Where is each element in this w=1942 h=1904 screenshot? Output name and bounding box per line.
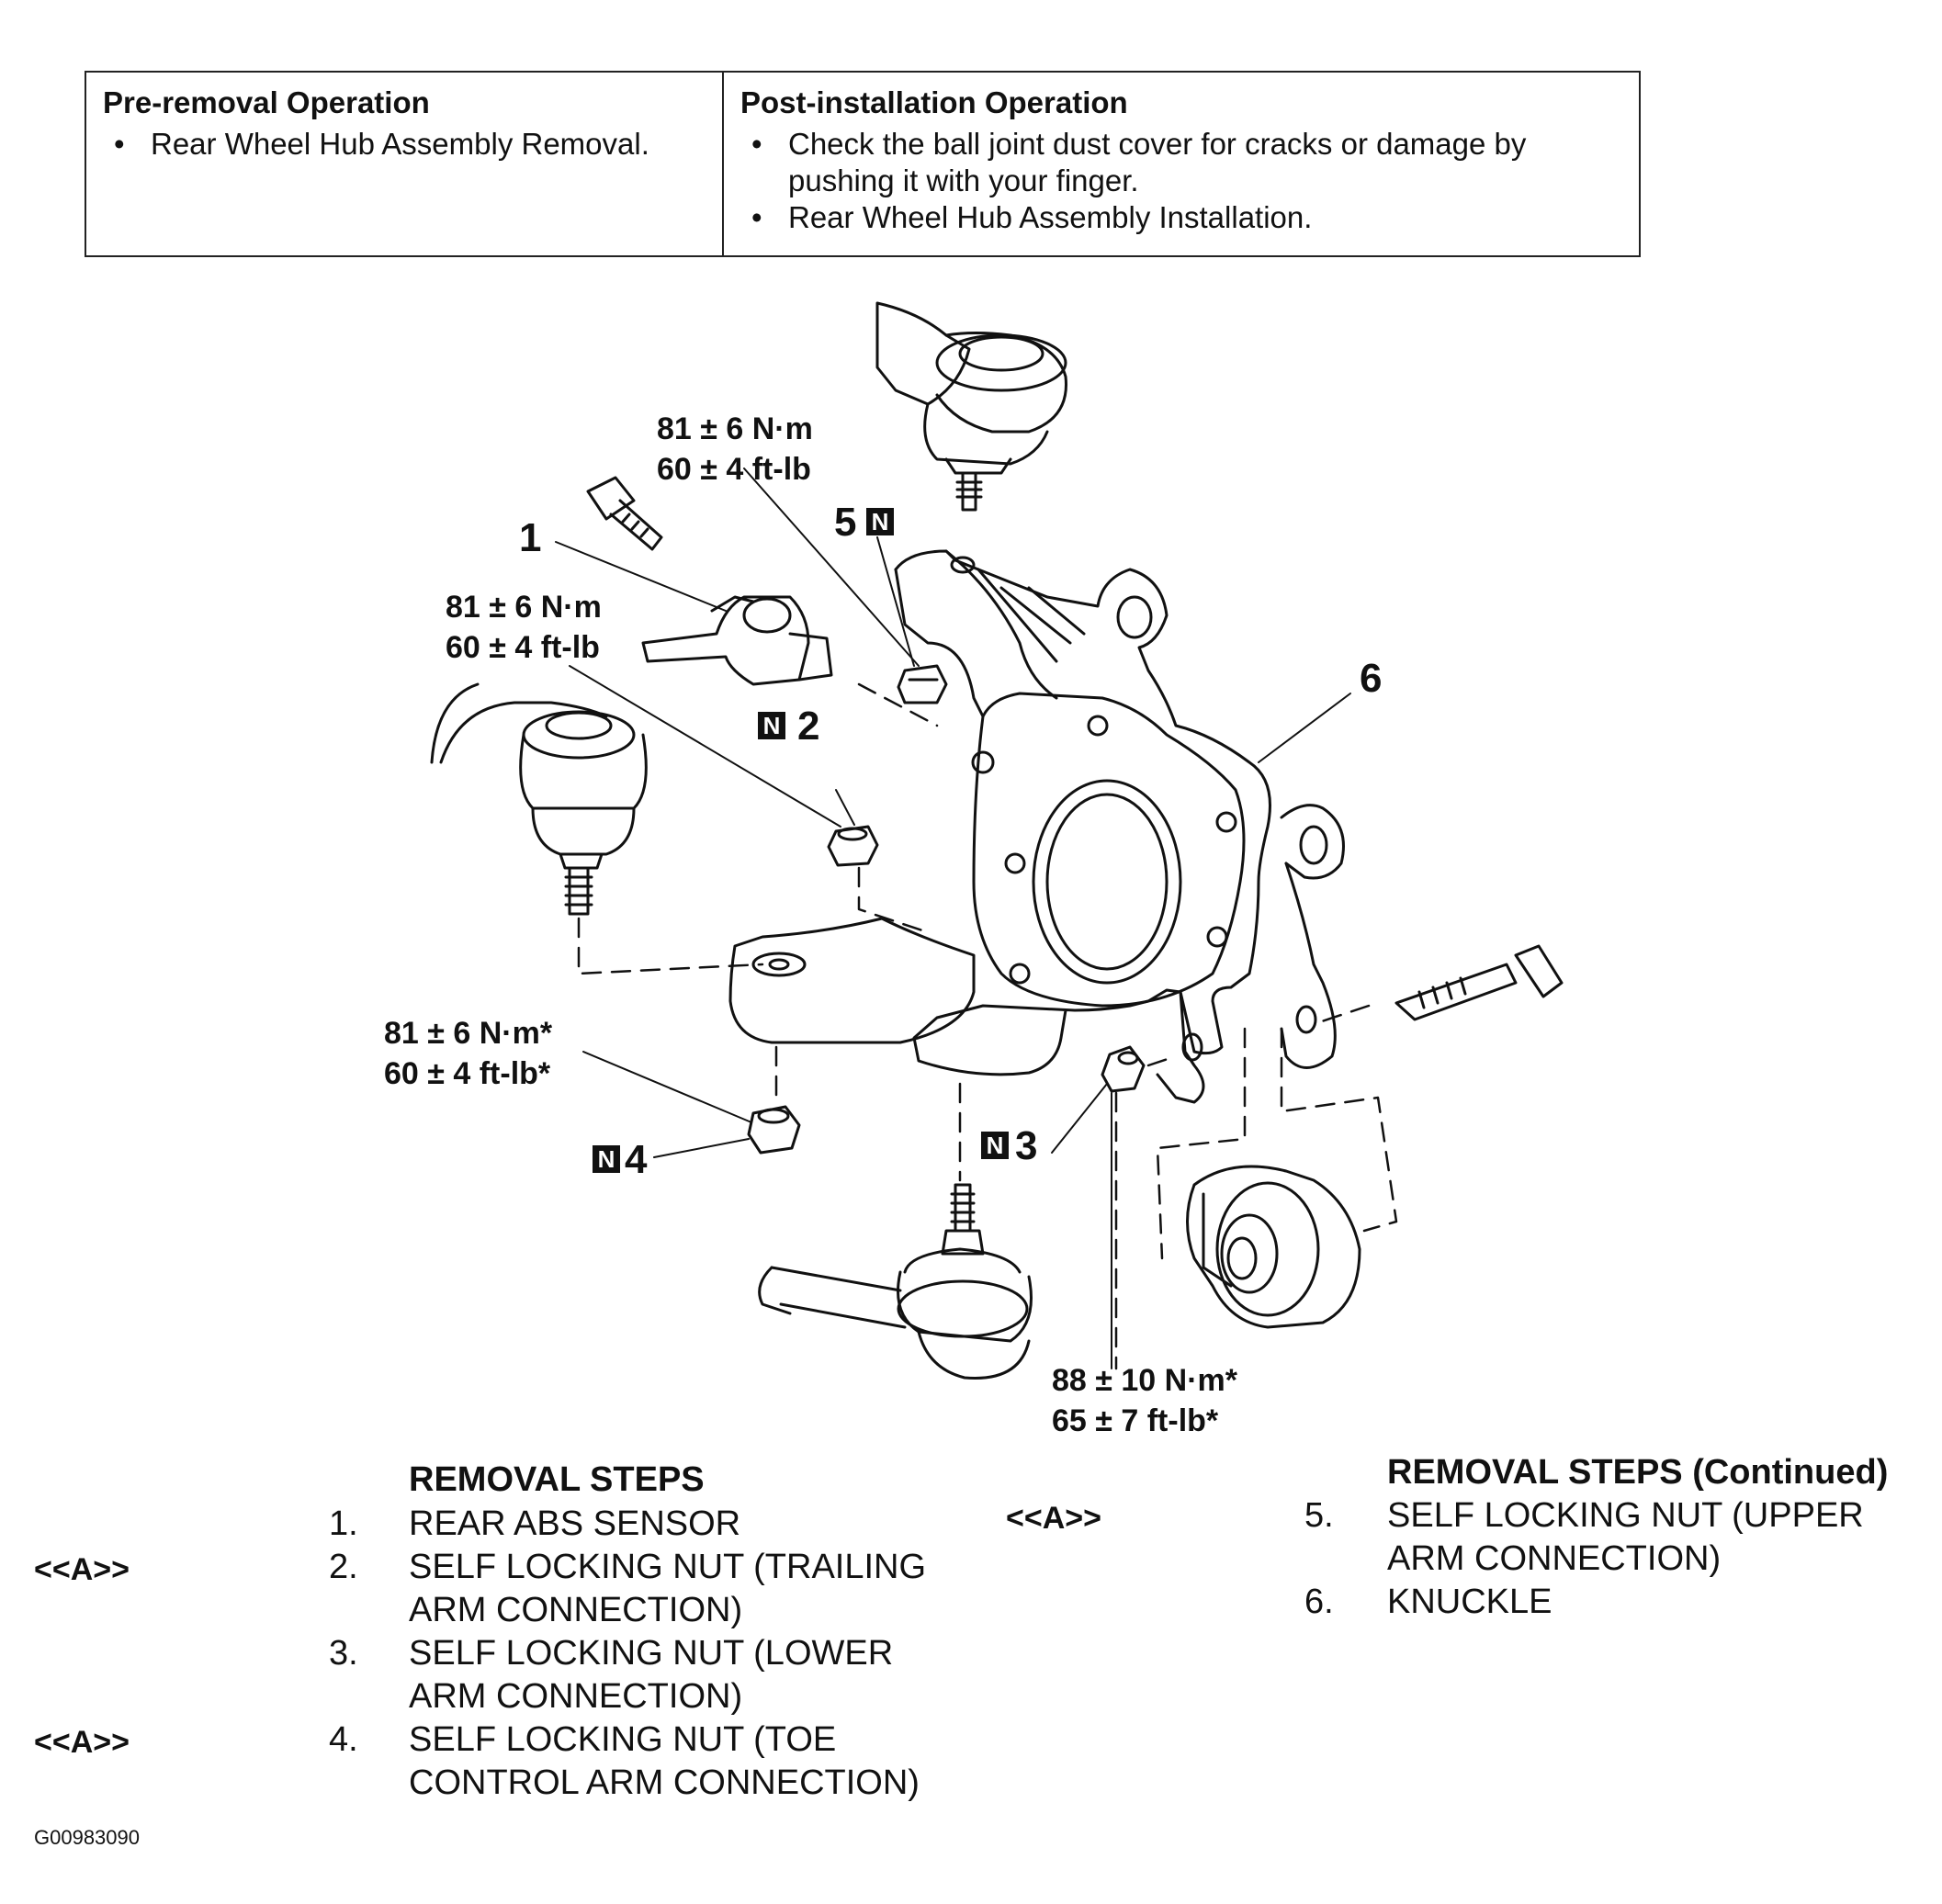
svg-text:N: N: [763, 712, 781, 739]
step-code: <<A>>: [34, 1725, 130, 1760]
step-code: <<A>>: [34, 1552, 130, 1587]
step-text: SELF LOCKING NUT (TRAILING: [409, 1548, 927, 1586]
step-text: ARM CONNECTION): [409, 1591, 743, 1629]
callout-2: 2: [797, 704, 819, 749]
callout-4: 4: [625, 1137, 648, 1182]
removal-steps-title: REMOVAL STEPS: [409, 1460, 705, 1499]
post-installation-column: Post-installation Operation Check the ba…: [724, 73, 1639, 255]
lower-arm-bushing: [1186, 1165, 1361, 1329]
step-number: 5.: [1304, 1496, 1334, 1535]
diagram-canvas: N N N N 1 5 2 6 3 4 81 ± 6 N·m 60 ± 4 ft…: [384, 301, 1564, 1438]
assembly-lines: [577, 682, 1398, 1370]
abs-sensor-bolt: [586, 476, 663, 551]
pre-removal-list: Rear Wheel Hub Assembly Removal.: [103, 126, 706, 163]
figure-id: G00983090: [34, 1826, 140, 1849]
step-text: ARM CONNECTION): [409, 1677, 743, 1716]
torque-bottom-nm: 88 ± 10 N·m*: [1052, 1363, 1238, 1398]
torque-mid-nm: 81 ± 6 N·m: [446, 590, 602, 625]
upper-arm-ball-joint: [875, 301, 1067, 512]
callout-6: 6: [1360, 656, 1382, 701]
step-text: SELF LOCKING NUT (TOE: [409, 1720, 837, 1759]
step-text: KNUCKLE: [1387, 1583, 1552, 1621]
torque-low-nm: 81 ± 6 N·m*: [384, 1016, 553, 1051]
pre-removal-column: Pre-removal Operation Rear Wheel Hub Ass…: [86, 73, 724, 255]
post-installation-heading: Post-installation Operation: [740, 85, 1128, 119]
n-mark-4: N: [593, 1145, 620, 1173]
step-number: 1.: [329, 1504, 358, 1543]
torque-bottom-ftlb: 65 ± 7 ft-lb*: [1052, 1403, 1219, 1438]
step-text: CONTROL ARM CONNECTION): [409, 1763, 920, 1802]
torque-top-nm: 81 ± 6 N·m: [657, 411, 813, 446]
step-text: REAR ABS SENSOR: [409, 1504, 741, 1543]
nut-2: [827, 825, 879, 867]
svg-text:N: N: [987, 1132, 1004, 1159]
torque-low-ftlb: 60 ± 4 ft-lb*: [384, 1056, 551, 1091]
post-installation-item: Rear Wheel Hub Assembly Installation.: [751, 199, 1622, 236]
step-number: 4.: [329, 1720, 358, 1759]
step-number: 2.: [329, 1548, 358, 1586]
step-text: SELF LOCKING NUT (LOWER: [409, 1634, 894, 1673]
torque-mid-ftlb: 60 ± 4 ft-lb: [446, 630, 600, 665]
callout-1: 1: [519, 515, 541, 560]
step-number: 3.: [329, 1634, 358, 1673]
n-mark-5: N: [866, 508, 894, 535]
nut-4: [747, 1105, 801, 1155]
svg-text:N: N: [872, 508, 889, 535]
post-installation-item: Check the ball joint dust cover for crac…: [751, 126, 1622, 199]
callout-3: 3: [1015, 1123, 1037, 1168]
leader-lines: [555, 468, 1351, 1369]
post-installation-list: Check the ball joint dust cover for crac…: [740, 126, 1622, 236]
knuckle: [728, 549, 1345, 1104]
step-code: <<A>>: [1006, 1501, 1101, 1536]
knuckle-exploded-diagram: N N N N 1 5 2 6 3 4 81 ± 6 N·m 60 ± 4 ft…: [0, 276, 1942, 1442]
removal-steps-continued-title: REMOVAL STEPS (Continued): [1387, 1453, 1889, 1492]
abs-sensor: [641, 595, 833, 686]
n-mark-2: N: [758, 712, 785, 739]
step-text: SELF LOCKING NUT (UPPER: [1387, 1496, 1864, 1535]
trailing-arm-ball-joint: [430, 682, 648, 916]
torque-top-ftlb: 60 ± 4 ft-lb: [657, 452, 811, 487]
lower-arm-bolt: [1394, 944, 1564, 1021]
callout-5: 5: [834, 500, 856, 545]
svg-text:N: N: [598, 1145, 615, 1173]
n-mark-3: N: [981, 1132, 1009, 1159]
pre-removal-heading: Pre-removal Operation: [103, 85, 430, 119]
operation-table: Pre-removal Operation Rear Wheel Hub Ass…: [85, 71, 1641, 257]
lower-arm-ball-joint: [758, 1183, 1033, 1380]
step-number: 6.: [1304, 1583, 1334, 1621]
nut-3: [1101, 1045, 1146, 1093]
pre-removal-item: Rear Wheel Hub Assembly Removal.: [114, 126, 706, 163]
step-text: ARM CONNECTION): [1387, 1539, 1722, 1578]
nut-5: [897, 664, 948, 704]
